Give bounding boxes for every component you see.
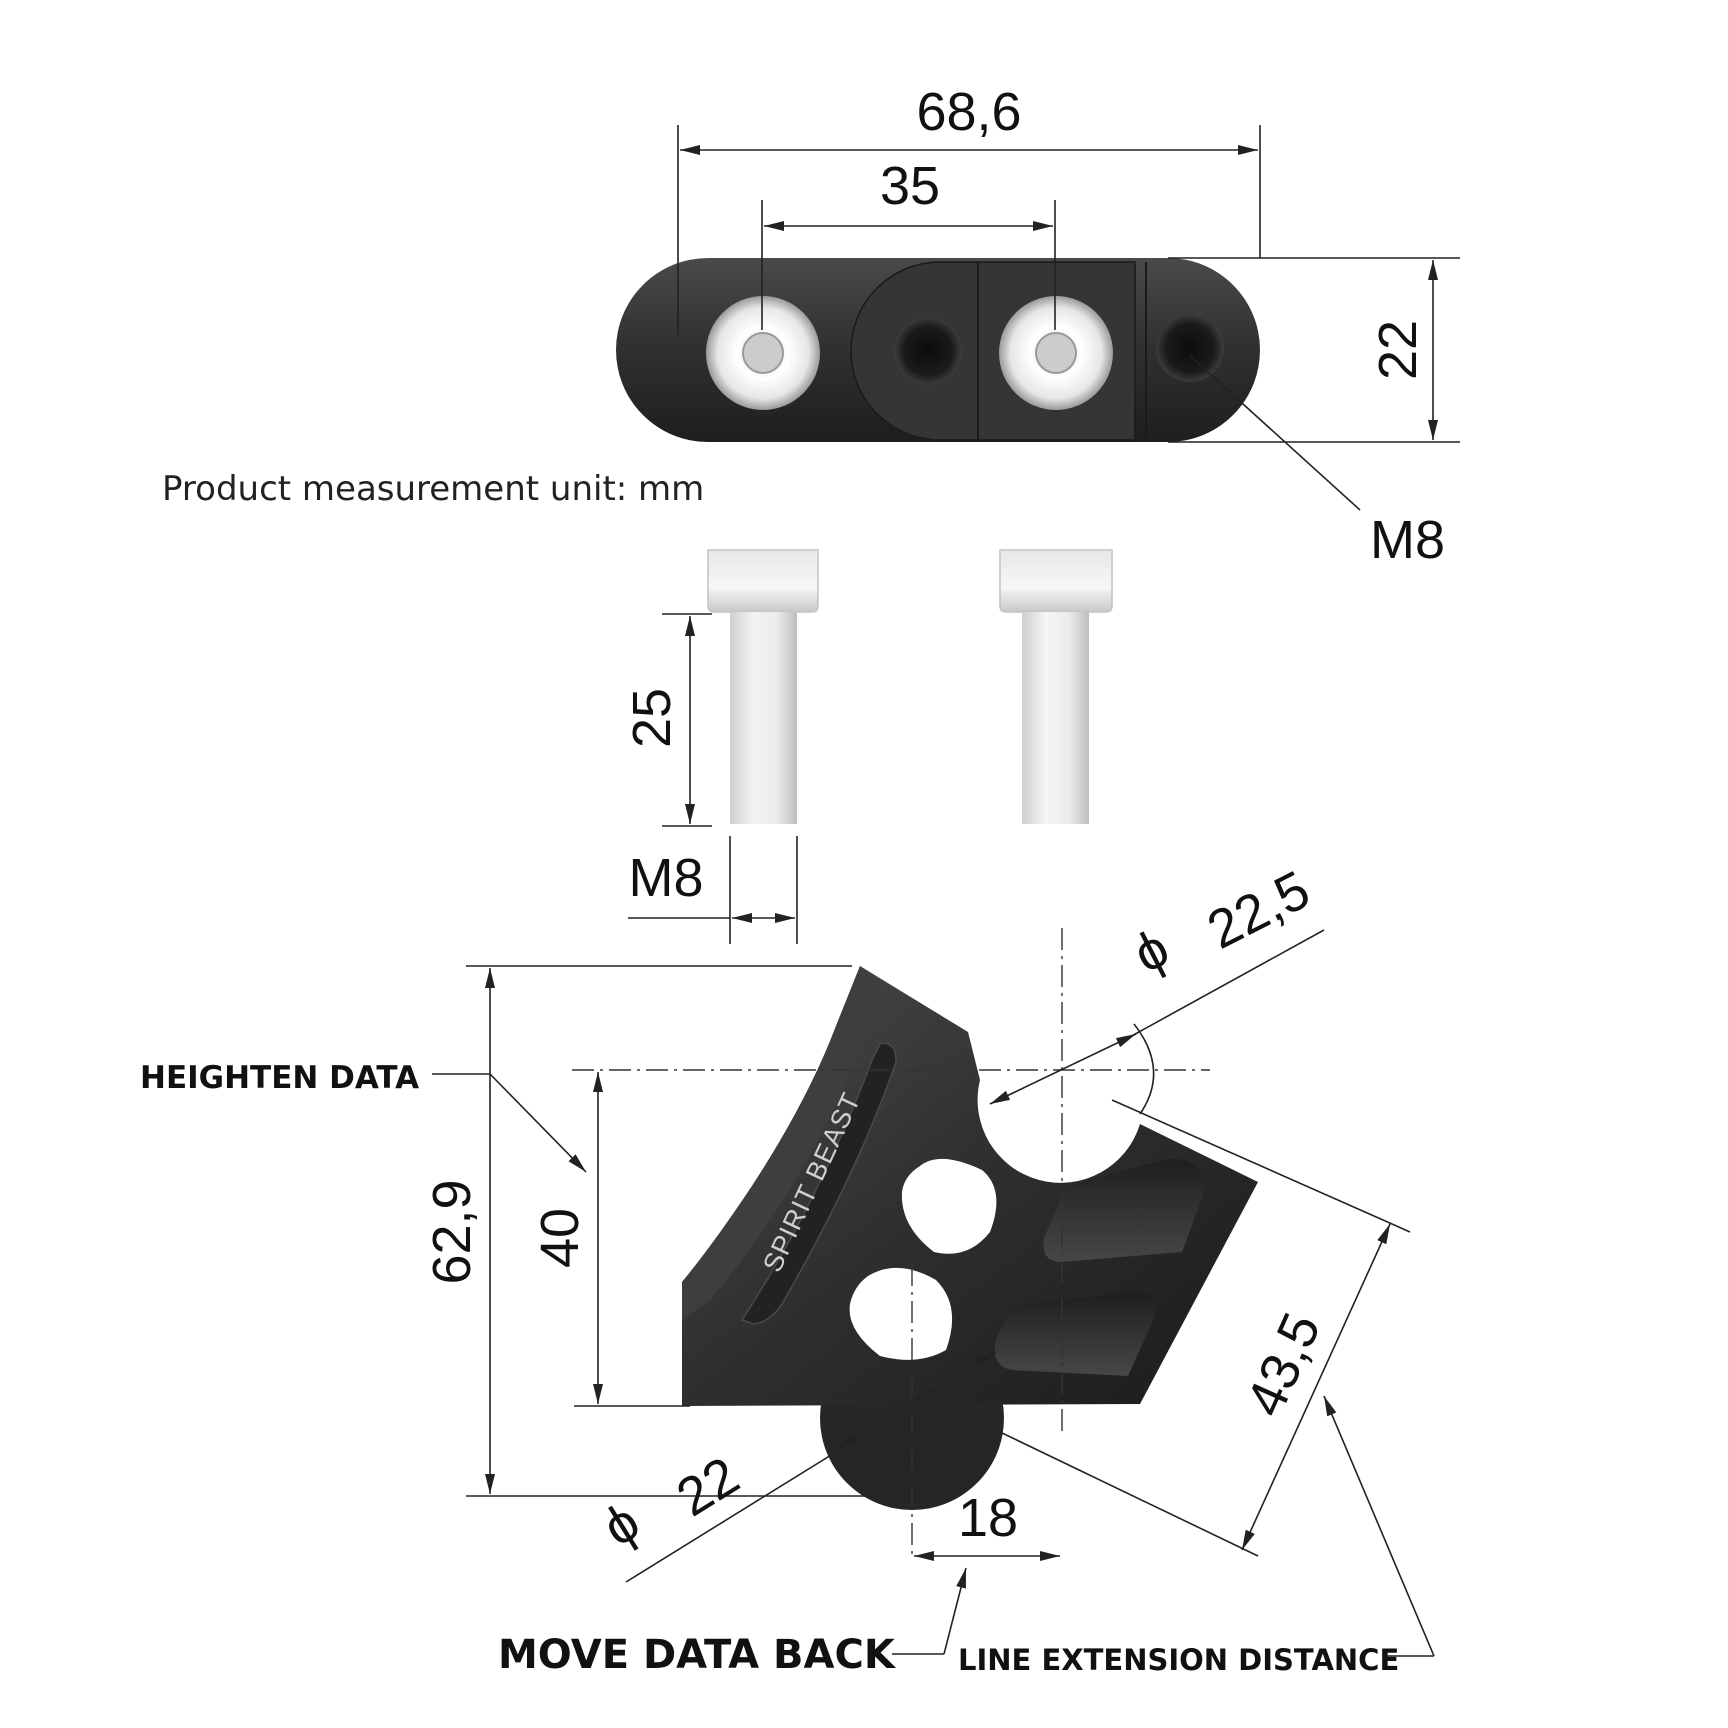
hole-thread-label: M8 xyxy=(1370,510,1445,570)
clamp-diameter-label: 22,5 xyxy=(1198,860,1319,961)
bolt-right xyxy=(999,549,1113,824)
bolt-socket-left xyxy=(742,332,784,374)
heighten-data-callout: HEIGHTEN DATA xyxy=(140,1060,419,1096)
base-diameter-label: 22 xyxy=(667,1445,750,1528)
riser-body-side-view: SPIRIT BEAST xyxy=(682,966,1258,1510)
bolt-thread-label: M8 xyxy=(628,848,703,908)
callouts: HEIGHTEN DATA MOVE DATA BACK LINE EXTENS… xyxy=(140,1060,1435,1678)
clamp-bar-top-view xyxy=(616,258,1260,442)
engraving-recess xyxy=(740,1042,897,1325)
bolt-right-shank xyxy=(1022,612,1089,824)
bolt-left-shank xyxy=(730,612,797,824)
line-extension-callout: LINE EXTENSION DISTANCE xyxy=(958,1643,1399,1677)
upper-slot xyxy=(901,1158,997,1254)
offset-back-label: 18 xyxy=(958,1488,1018,1548)
riser-height-label: 40 xyxy=(530,1208,590,1268)
bolt-left-cap xyxy=(707,549,819,613)
bolt-length-label: 25 xyxy=(622,688,682,748)
move-data-back-callout: MOVE DATA BACK xyxy=(498,1632,897,1678)
riser-side-chamfer xyxy=(682,966,882,1320)
top-dimensions: 68,6 35 22 M8 xyxy=(677,82,1460,570)
bolt-right-cap xyxy=(999,549,1113,613)
line-extension-label: 43,5 xyxy=(1235,1304,1333,1424)
total-height-label: 62,9 xyxy=(422,1179,482,1284)
overall-length-label: 68,6 xyxy=(916,82,1021,142)
unit-note: Product measurement unit: mm xyxy=(162,469,704,509)
through-hole-left xyxy=(894,317,962,385)
bar-height-label: 22 xyxy=(1368,320,1428,380)
hole-spacing-label: 35 xyxy=(880,156,940,216)
lower-pocket xyxy=(994,1291,1156,1376)
bolt-left xyxy=(707,549,819,824)
bolt-socket-right xyxy=(1035,332,1077,374)
base-diameter-symbol: ϕ xyxy=(593,1491,650,1558)
bolt-dimensions: 25 M8 xyxy=(622,613,798,944)
upper-pocket xyxy=(1043,1158,1208,1262)
lower-slot xyxy=(849,1267,953,1360)
clamp-diameter-symbol: ϕ xyxy=(1124,917,1178,984)
through-hole-right xyxy=(1156,314,1224,382)
